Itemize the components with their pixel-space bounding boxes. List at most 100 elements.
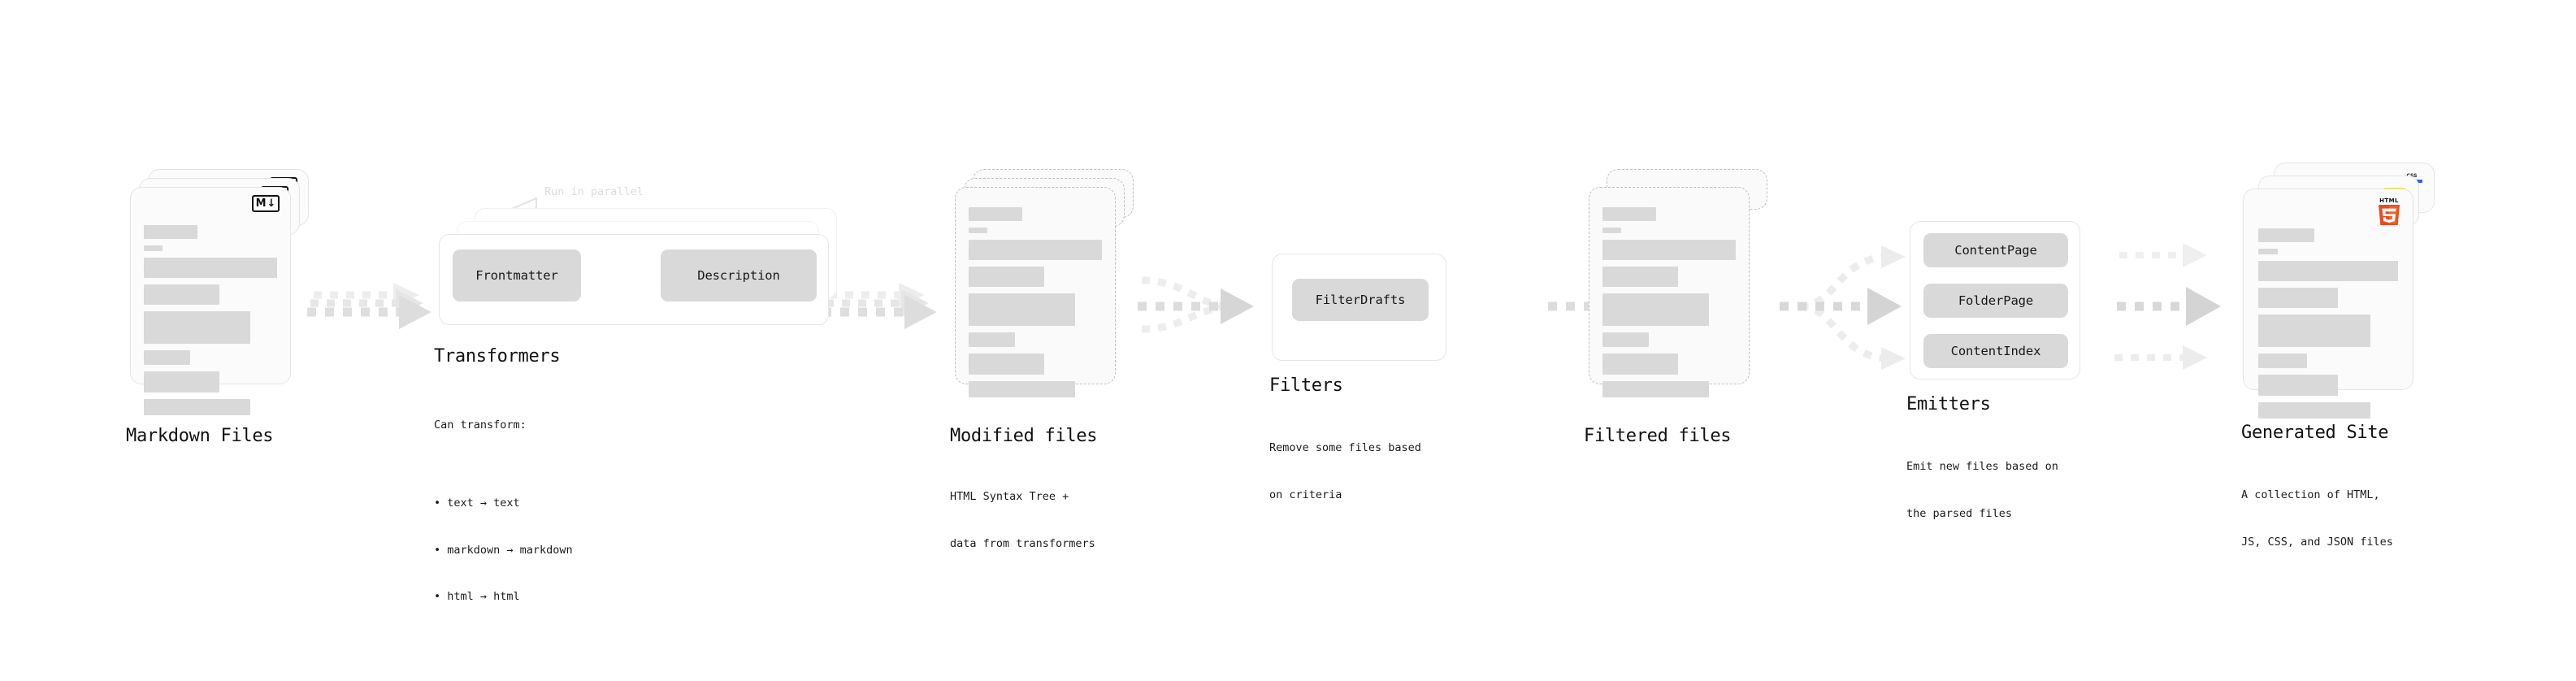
document-content-line <box>969 267 1045 287</box>
document-content-line <box>969 293 1076 326</box>
document-content-line <box>969 228 987 233</box>
arrow-markdown-to-transformers <box>307 283 432 329</box>
filtered-file-stack <box>1589 169 1776 405</box>
transformers-description-intro: Can transform: <box>434 419 527 432</box>
page-title-markdown-files: Markdown Files <box>126 426 274 446</box>
document-content-line <box>2258 314 2370 347</box>
filter-node-label: FilterDrafts <box>1315 293 1406 307</box>
document-content-line <box>969 207 1022 221</box>
page-title-transformers: Transformers <box>434 346 561 367</box>
run-in-parallel-annotation: Run in parallel <box>544 185 644 198</box>
filtered-card-front <box>1589 187 1750 397</box>
transformer-node-description[interactable]: Description <box>661 249 817 301</box>
html5-badge-slot: HTML <box>2377 197 2401 225</box>
arrow-modified-to-filters <box>1138 276 1254 333</box>
markdown-file-stack: M ↓ M ↓ M ↓ <box>130 169 317 415</box>
emitter-node-contentindex[interactable]: ContentIndex <box>1923 334 2068 368</box>
document-content-line <box>969 240 1102 260</box>
generated-card-front-html: HTML <box>2243 189 2413 419</box>
emitter-node-label: ContentIndex <box>1950 344 2041 358</box>
modified-card-front <box>955 187 1116 397</box>
transformer-node-label: Frontmatter <box>475 268 558 283</box>
document-content-line <box>969 332 1016 347</box>
transformer-node-frontmatter[interactable]: Frontmatter <box>453 249 581 301</box>
document-content-line <box>144 399 251 415</box>
filters-description: Remove some files based on criteria <box>1269 410 1421 534</box>
document-content-line <box>2258 402 2370 419</box>
document-content-line <box>2258 375 2339 396</box>
list-item: • text → text <box>434 497 520 510</box>
page-title-filtered-files: Filtered files <box>1584 426 1732 446</box>
emitter-node-contentpage[interactable]: ContentPage <box>1923 233 2068 267</box>
description-line: HTML Syntax Tree + <box>950 490 1069 504</box>
document-content-line <box>2258 249 2279 254</box>
html5-icon: HTML <box>2377 197 2401 225</box>
document-content-line <box>2258 354 2308 368</box>
page-title-modified-files: Modified files <box>950 426 1098 446</box>
page-title-filters: Filters <box>1269 375 1343 396</box>
markdown-icon-arrow: ↓ <box>267 197 276 210</box>
document-content-line <box>1602 293 1710 326</box>
document-content-line <box>2258 228 2314 242</box>
html5-icon-shield <box>2379 205 2400 225</box>
document-content-line <box>1602 267 1679 287</box>
arrow-emitters-to-site <box>2114 243 2221 370</box>
stage-modified-files: Modified files HTML Syntax Tree + data f… <box>950 169 1142 550</box>
list-item: • markdown → markdown <box>434 543 573 557</box>
description-line: Remove some files based <box>1269 441 1421 455</box>
modified-files-description: HTML Syntax Tree + data from transformer… <box>950 458 1095 583</box>
document-content-line <box>969 354 1045 375</box>
page-title-generated-site: Generated Site <box>2241 423 2389 443</box>
emitter-node-label: FolderPage <box>1958 293 2034 308</box>
stage-markdown-files: M ↓ M ↓ M ↓ <box>126 169 317 446</box>
description-line: JS, CSS, and JSON files <box>2241 535 2393 549</box>
document-content-line <box>144 311 251 344</box>
document-content-line <box>144 371 220 393</box>
document-content-line <box>144 245 163 251</box>
filter-node-filterdrafts[interactable]: FilterDrafts <box>1292 279 1429 321</box>
document-content-line <box>1602 381 1710 397</box>
document-content-lines <box>969 207 1102 404</box>
stage-generated-site: CSS HTML <box>2241 163 2438 549</box>
html5-icon-label: HTML <box>2379 197 2399 204</box>
markdown-card-front: M ↓ <box>130 187 291 415</box>
document-content-line <box>1602 228 1621 233</box>
transformer-box-front: Frontmatter Description <box>439 234 829 325</box>
generated-site-description: A collection of HTML, JS, CSS, and JSON … <box>2241 457 2393 581</box>
markdown-icon: M ↓ <box>252 195 280 212</box>
modified-file-stack <box>955 169 1142 405</box>
stage-filtered-files: Filtered files <box>1584 169 1776 446</box>
document-content-line <box>2258 261 2398 281</box>
description-line: the parsed files <box>1906 506 2013 520</box>
description-line: data from transformers <box>950 536 1095 550</box>
document-content-lines <box>1602 207 1736 404</box>
page-title-emitters: Emitters <box>1906 394 1991 414</box>
document-content-lines <box>144 225 277 422</box>
document-content-line <box>969 381 1076 397</box>
description-line: on criteria <box>1269 488 1342 501</box>
document-content-line <box>144 350 191 365</box>
transformers-description: Can transform: • text → text • markdown … <box>434 387 573 667</box>
emitter-node-folderpage[interactable]: FolderPage <box>1923 284 2068 318</box>
document-content-line <box>2258 288 2339 308</box>
document-content-lines <box>2258 228 2398 425</box>
emitters-box: ContentPage FolderPage ContentIndex <box>1910 221 2080 380</box>
generated-site-stack: CSS HTML <box>2243 163 2438 419</box>
emitters-description: Emit new files based on the parsed files <box>1906 428 2058 553</box>
document-content-line <box>144 258 277 278</box>
arrow-transformers-to-modified <box>822 283 937 329</box>
document-content-line <box>1602 332 1650 347</box>
document-content-line <box>144 225 197 239</box>
filters-box: FilterDrafts <box>1272 254 1446 361</box>
transformers-bullet-list: • text → text • markdown → markdown • ht… <box>434 465 573 636</box>
document-content-line <box>1602 354 1679 375</box>
arrow-filtered-to-emitters <box>1780 245 1906 370</box>
description-line: Emit new files based on <box>1906 460 2058 474</box>
list-item: • html → html <box>434 590 520 604</box>
description-line: A collection of HTML, <box>2241 488 2380 502</box>
transformer-node-label: Description <box>697 268 780 283</box>
document-content-line <box>144 284 220 305</box>
emitter-node-label: ContentPage <box>1954 243 2037 258</box>
markdown-icon-letter: M <box>255 197 267 210</box>
